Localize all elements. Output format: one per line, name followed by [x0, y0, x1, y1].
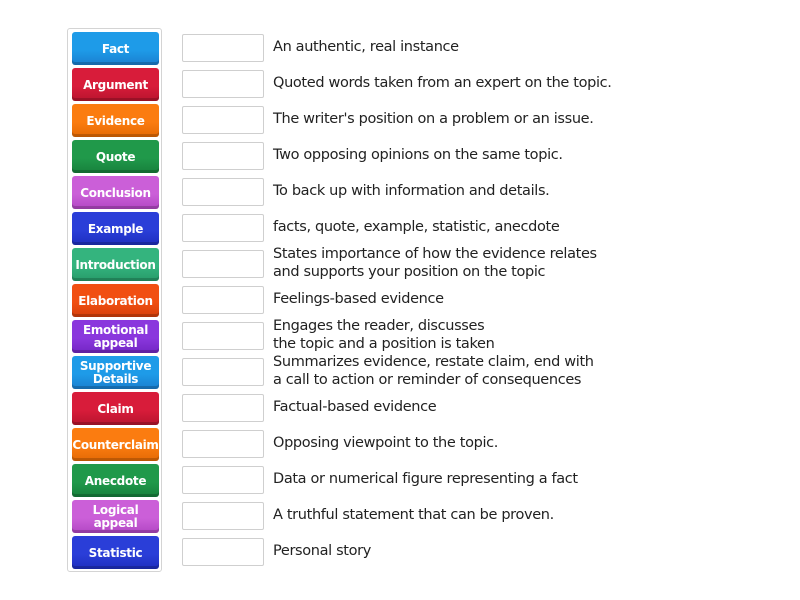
tile-elaboration[interactable]: Elaboration	[72, 284, 159, 317]
definition-text: A truthful statement that can be proven.	[273, 507, 554, 523]
tile-emotional-appeal[interactable]: Emotional appeal	[72, 320, 159, 353]
definition-text: Opposing viewpoint to the topic.	[273, 435, 498, 451]
definition-text: Quoted words taken from an expert on the…	[273, 75, 612, 91]
drop-slot[interactable]	[182, 250, 264, 278]
drop-slot[interactable]	[182, 322, 264, 350]
drop-slot[interactable]	[182, 70, 264, 98]
drop-slot[interactable]	[182, 34, 264, 62]
definition-text: Factual-based evidence	[273, 399, 437, 415]
drop-slot[interactable]	[182, 286, 264, 314]
drop-slot[interactable]	[182, 358, 264, 386]
tile-logical-appeal[interactable]: Logical appeal	[72, 500, 159, 533]
tile-supportive-details[interactable]: Supportive Details	[72, 356, 159, 389]
drop-slot[interactable]	[182, 502, 264, 530]
definition-text: Personal story	[273, 543, 372, 559]
definition-text: States importance of how the evidence re…	[273, 246, 597, 280]
tile-quote[interactable]: Quote	[72, 140, 159, 173]
tile-example[interactable]: Example	[72, 212, 159, 245]
definition-text: facts, quote, example, statistic, anecdo…	[273, 219, 560, 235]
tile-statistic[interactable]: Statistic	[72, 536, 159, 569]
tile-fact[interactable]: Fact	[72, 32, 159, 65]
definition-text: Feelings-based evidence	[273, 291, 444, 307]
definition-text: To back up with information and details.	[273, 183, 550, 199]
drop-slot[interactable]	[182, 178, 264, 206]
definition-text: The writer's position on a problem or an…	[273, 111, 594, 127]
definition-text: An authentic, real instance	[273, 39, 459, 55]
tile-counterclaim[interactable]: Counterclaim	[72, 428, 159, 461]
drop-slot[interactable]	[182, 466, 264, 494]
tile-argument[interactable]: Argument	[72, 68, 159, 101]
definition-text: Two opposing opinions on the same topic.	[273, 147, 563, 163]
drop-slot[interactable]	[182, 142, 264, 170]
definition-text: Data or numerical figure representing a …	[273, 471, 578, 487]
tile-conclusion[interactable]: Conclusion	[72, 176, 159, 209]
drop-slot[interactable]	[182, 430, 264, 458]
tile-evidence[interactable]: Evidence	[72, 104, 159, 137]
drop-slot[interactable]	[182, 106, 264, 134]
tile-anecdote[interactable]: Anecdote	[72, 464, 159, 497]
tile-claim[interactable]: Claim	[72, 392, 159, 425]
definition-text: Summarizes evidence, restate claim, end …	[273, 354, 594, 388]
definition-text: Engages the reader, discusses the topic …	[273, 318, 495, 352]
drop-slot[interactable]	[182, 538, 264, 566]
drop-slot[interactable]	[182, 394, 264, 422]
drop-slot[interactable]	[182, 214, 264, 242]
tile-introduction[interactable]: Introduction	[72, 248, 159, 281]
